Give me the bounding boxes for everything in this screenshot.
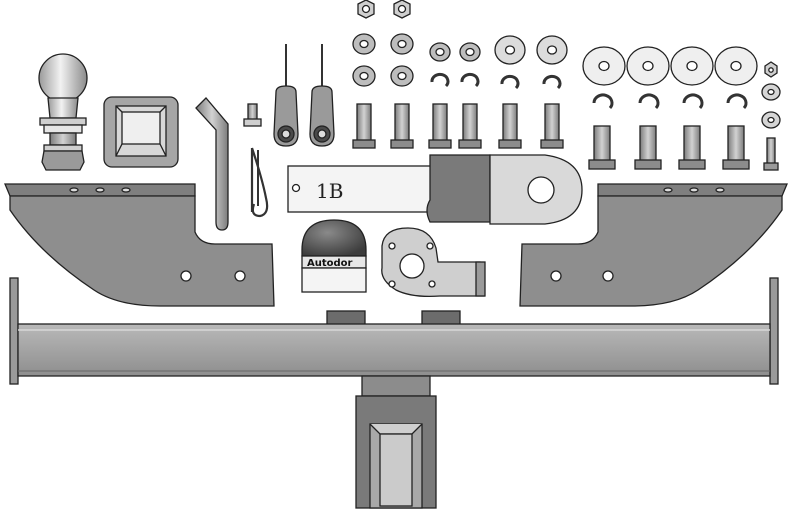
right-side-bracket-icon <box>519 183 788 307</box>
washer-icon <box>761 111 781 129</box>
bent-pin-icon <box>195 97 229 231</box>
bolt-icon <box>352 103 376 149</box>
bolt-icon <box>588 125 616 170</box>
cross-beam-icon <box>9 277 779 385</box>
bolt-icon <box>540 103 564 149</box>
small-bolt-icon <box>243 103 262 127</box>
tow-ball-icon <box>38 53 88 171</box>
spring-washer-icon <box>460 72 480 88</box>
spring-washer-icon <box>500 74 520 90</box>
washer-icon <box>459 42 481 62</box>
washer-icon <box>390 65 414 87</box>
large-washer-icon <box>582 46 626 86</box>
washer-icon <box>761 83 781 101</box>
socket-cover-brand: Autodor <box>307 258 353 269</box>
receiver-tube-icon <box>355 375 437 509</box>
bolt-icon <box>428 103 452 149</box>
spring-washer-icon <box>592 93 614 110</box>
washer-icon <box>390 33 414 55</box>
spring-washer-icon <box>542 74 562 90</box>
large-washer-icon <box>494 35 526 65</box>
spring-washer-icon <box>638 93 660 110</box>
square-receiver-cap-icon <box>103 96 179 168</box>
large-washer-icon <box>670 46 714 86</box>
spring-washer-icon <box>726 93 748 110</box>
left-side-bracket-icon <box>4 183 275 307</box>
r-clip-icon <box>250 147 269 218</box>
socket-cap-icon: Autodor <box>301 219 367 293</box>
socket-bracket-icon <box>381 227 486 298</box>
washer-icon <box>429 42 451 62</box>
bolt-icon <box>678 125 706 170</box>
bolt-icon <box>458 103 482 149</box>
washer-icon <box>352 65 376 87</box>
drawbar-icon: 1B <box>287 154 583 225</box>
spring-washer-icon <box>430 72 450 88</box>
large-washer-icon <box>626 46 670 86</box>
small-bolt-icon <box>763 137 779 171</box>
chain-link-icon <box>309 44 335 147</box>
large-washer-icon <box>536 35 568 65</box>
bolt-icon <box>634 125 662 170</box>
hex-nut-icon <box>393 0 411 19</box>
bolt-icon <box>498 103 522 149</box>
washer-icon <box>352 33 376 55</box>
bolt-icon <box>722 125 750 170</box>
drawbar-marking: 1B <box>316 179 343 203</box>
chain-link-icon <box>273 44 299 147</box>
spring-washer-icon <box>682 93 704 110</box>
hex-nut-icon <box>764 61 778 78</box>
hex-nut-icon <box>357 0 375 19</box>
large-washer-icon <box>714 46 758 86</box>
bolt-icon <box>390 103 414 149</box>
